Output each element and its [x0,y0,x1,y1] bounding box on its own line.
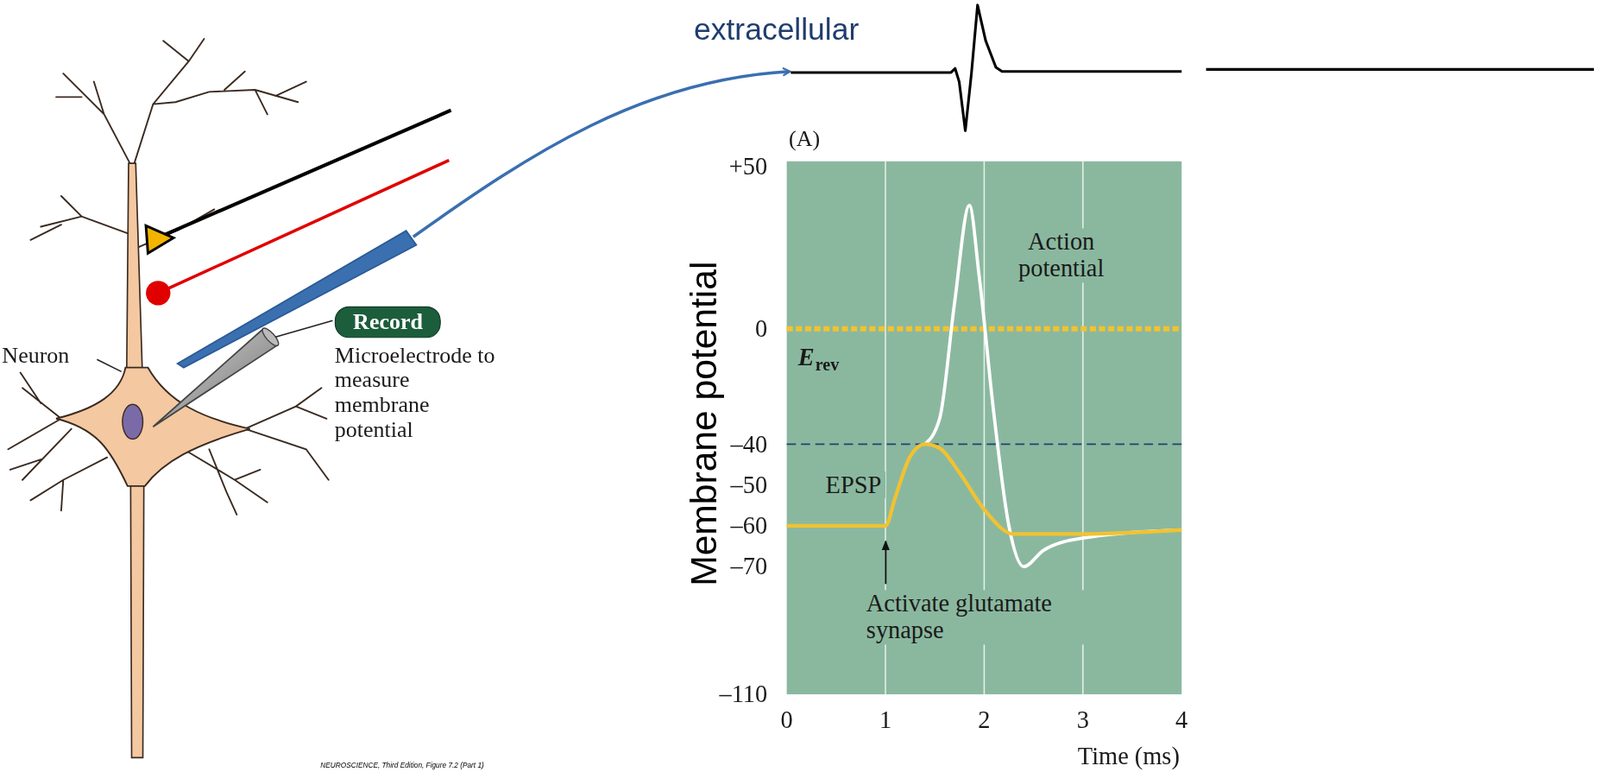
red-electrode [157,160,449,294]
action-potential-trace [925,205,1182,567]
axis-tick: 0 [755,314,768,342]
record-button: Record [334,306,441,339]
axis-title: Membrane potential [683,261,725,586]
axis-tick: –40 [730,430,769,458]
plot-area [787,161,1183,694]
triangle-marker [145,225,174,253]
panel-letter: (A) [788,126,820,152]
node-text: Record [352,308,423,335]
dendrites [7,38,328,515]
axis-tick: 2 [977,705,990,733]
curve-label: Action potential [991,227,1131,282]
axis-tick: +50 [729,152,768,180]
apical-dendrite [126,163,144,388]
extracellular-trace [1206,68,1594,71]
black-electrode [155,110,452,240]
axis-tick: 1 [879,705,892,733]
epsp-trace [787,443,1183,534]
blue-arrow [413,71,790,238]
leader-line [275,320,333,337]
curve-label: rev [815,355,840,375]
axis-tick: 3 [1077,705,1090,733]
threshold-line [787,442,1183,445]
stimulus-arrow [884,541,887,585]
curve-label: E [798,343,815,371]
nucleus [122,403,144,439]
axis-tick: 4 [1175,705,1188,733]
axis-tick: –50 [730,471,769,498]
axis-tick: –110 [718,680,768,707]
axon [130,479,144,758]
credit-note: NEUROSCIENCE, Third Edition, Figure 7.2 … [320,761,485,769]
leader-line [96,359,121,372]
axis-tick: –60 [730,511,769,539]
annotation: Activate glutamate synapse [862,589,1099,643]
trace-label: extracellular [693,12,859,46]
curve-label: EPSP [822,471,885,498]
neuron [7,38,328,757]
chart [787,5,1594,694]
red-dot [145,280,171,305]
part-label: Neuron [1,342,70,368]
part-label: Microelectrode to measure membrane poten… [334,342,509,441]
axis-title: Time (ms) [1077,743,1180,770]
axis-tick: 0 [781,705,794,733]
axis-tick: –70 [730,553,769,580]
microelectrode [152,328,278,428]
